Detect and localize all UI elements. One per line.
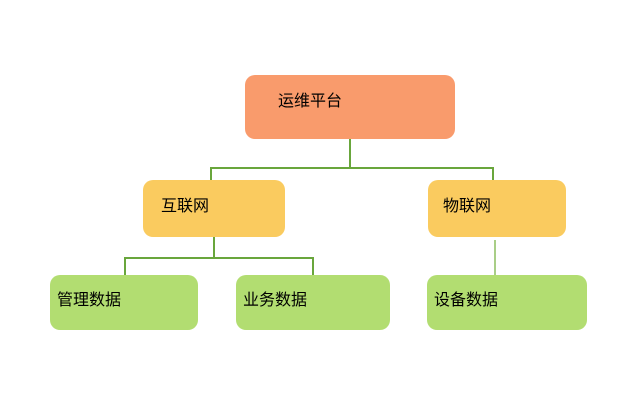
node-iot: 物联网 <box>428 180 566 237</box>
node-device-data-label: 设备数据 <box>434 289 499 309</box>
node-internet-label: 互联网 <box>161 195 210 215</box>
node-business-data-label: 业务数据 <box>243 289 308 309</box>
node-iot-label: 物联网 <box>443 195 492 215</box>
node-ops-platform-label: 运维平台 <box>278 91 343 110</box>
node-device-data: 设备数据 <box>427 275 587 330</box>
edge-root-to-internet-iot <box>210 167 494 180</box>
edge-internet-to-data-nodes <box>124 257 314 275</box>
node-internet: 互联网 <box>143 180 285 237</box>
node-management-data-label: 管理数据 <box>57 289 122 309</box>
node-ops-platform: 运维平台 <box>245 75 455 139</box>
node-business-data: 业务数据 <box>236 275 390 330</box>
node-management-data: 管理数据 <box>50 275 198 330</box>
